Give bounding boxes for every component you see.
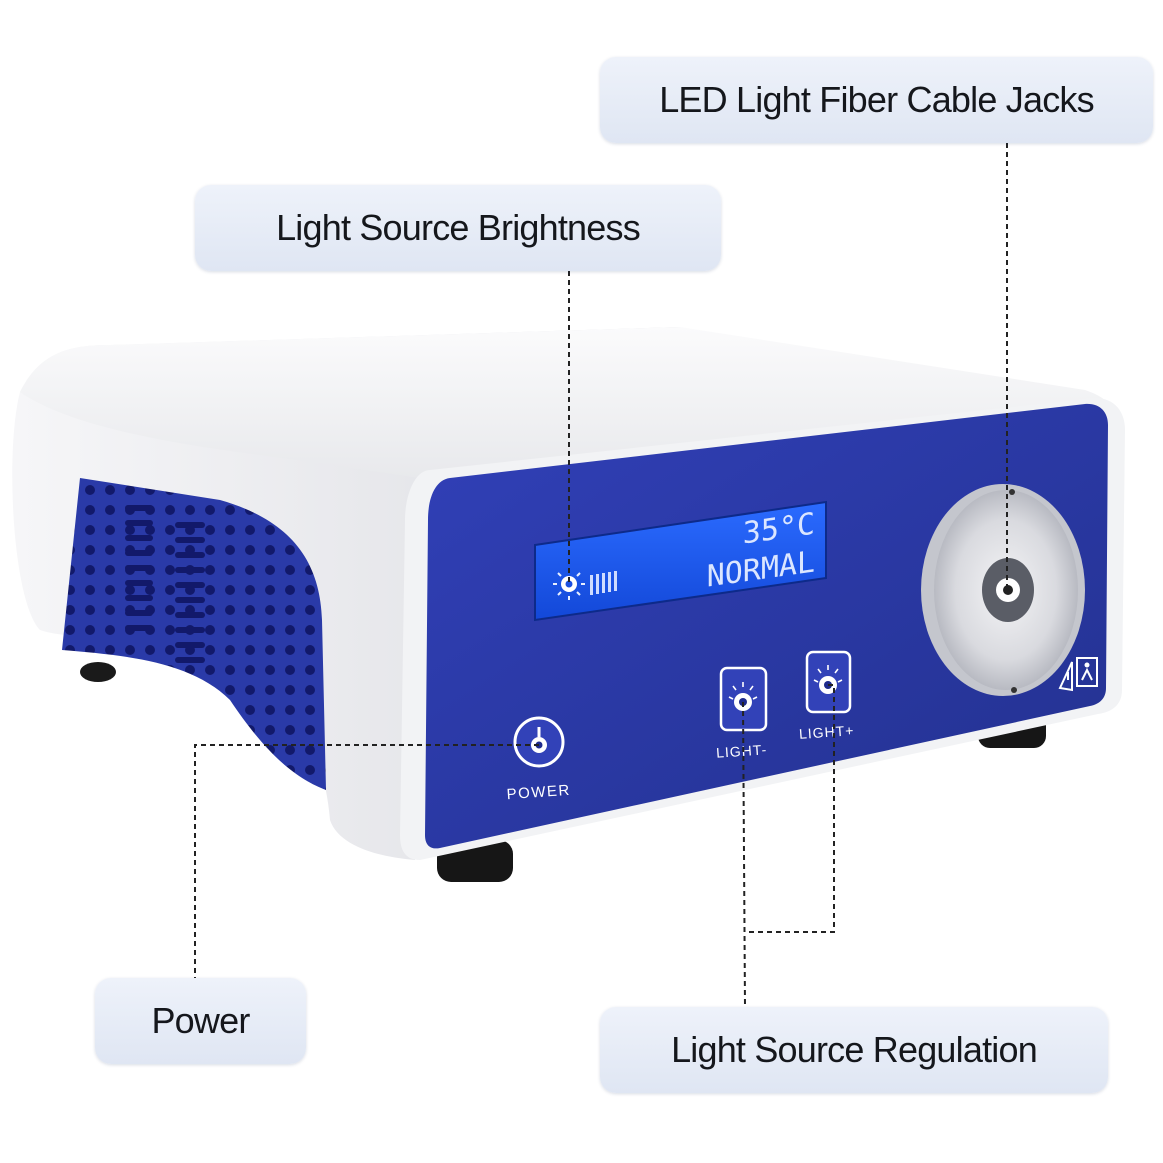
front-panel: [425, 403, 1108, 849]
light-plus-button[interactable]: [805, 650, 852, 714]
foot-left: [80, 662, 116, 682]
device-top-lid: [20, 327, 1115, 478]
power-button[interactable]: [513, 716, 565, 768]
callout-fiber-cable-jacks: LED Light Fiber Cable Jacks: [600, 57, 1153, 143]
leader-light-plus: [745, 684, 835, 933]
lcd-brightness-sun-icon: [553, 568, 585, 600]
callout-power: Power: [95, 978, 306, 1064]
callout-power-text: Power: [151, 1000, 250, 1041]
fiber-cable-jack[interactable]: [921, 484, 1085, 696]
callout-light-source-regulation: Light Source Regulation: [600, 1007, 1108, 1093]
leader-power: [194, 744, 539, 978]
leader-light-minus: [742, 701, 746, 1008]
lcd-display: [534, 500, 827, 622]
power-label: POWER: [506, 782, 571, 803]
callout-light-source-regulation-text: Light Source Regulation: [671, 1029, 1038, 1070]
leader-lines: [194, 143, 1008, 1008]
vent-slots: [125, 505, 205, 663]
callout-light-source-brightness-text: Light Source Brightness: [276, 207, 641, 248]
callout-fiber-cable-jacks-text: LED Light Fiber Cable Jacks: [659, 79, 1094, 120]
lcd-brightness-bars: [590, 571, 617, 595]
light-minus-label: LIGHT-: [716, 741, 768, 761]
warning-triangle-icon: [1058, 661, 1073, 692]
patient-type-icon: [1076, 657, 1098, 687]
callout-light-source-brightness: Light Source Brightness: [195, 185, 721, 271]
light-plus-label: LIGHT+: [798, 722, 854, 742]
